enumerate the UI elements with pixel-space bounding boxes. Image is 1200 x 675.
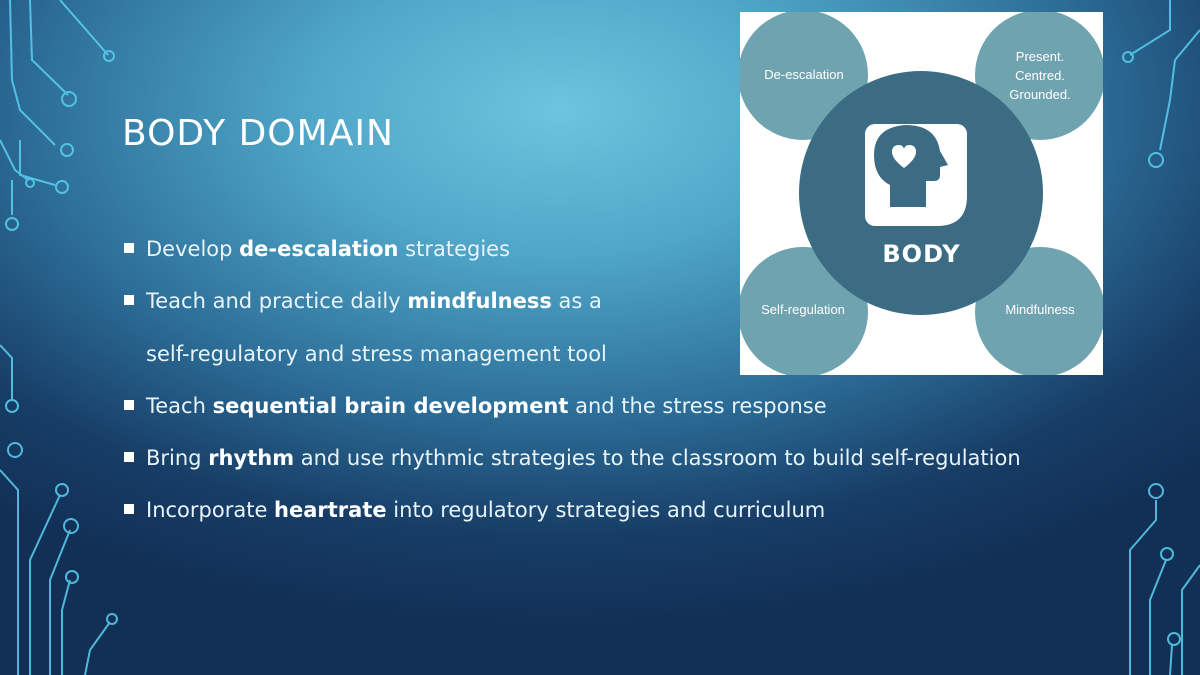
bullet-square-icon	[124, 504, 134, 514]
circle-label-selfregulation: Self-regulation	[761, 302, 845, 317]
bullet-square-icon	[124, 295, 134, 305]
circle-label-mindfulness: Mindfulness	[1005, 302, 1075, 317]
bullet-item: Develop de-escalation strategies	[124, 237, 510, 261]
center-label-body: BODY	[882, 240, 961, 268]
bullet-square-icon	[124, 243, 134, 253]
slide-title: Body Domain	[122, 113, 394, 154]
bullet-square-icon	[124, 400, 134, 410]
bullet-square-icon	[124, 452, 134, 462]
head-with-heart-icon	[865, 124, 967, 226]
bullet-item: Incorporate heartrate into regulatory st…	[124, 498, 825, 522]
bullet-item: Teach sequential brain development and t…	[124, 394, 827, 418]
bullet-continuation: self-regulatory and stress management to…	[146, 342, 607, 366]
circle-label-present: Present. Centred. Grounded.	[1009, 49, 1071, 102]
circle-label-deescalation: De-escalation	[764, 67, 844, 82]
bullet-item: Teach and practice daily mindfulness as …	[124, 289, 602, 313]
body-domain-graphic: De-escalation Present. Centred. Grounded…	[740, 12, 1103, 375]
bullet-item: Bring rhythm and use rhythmic strategies…	[124, 446, 1021, 470]
